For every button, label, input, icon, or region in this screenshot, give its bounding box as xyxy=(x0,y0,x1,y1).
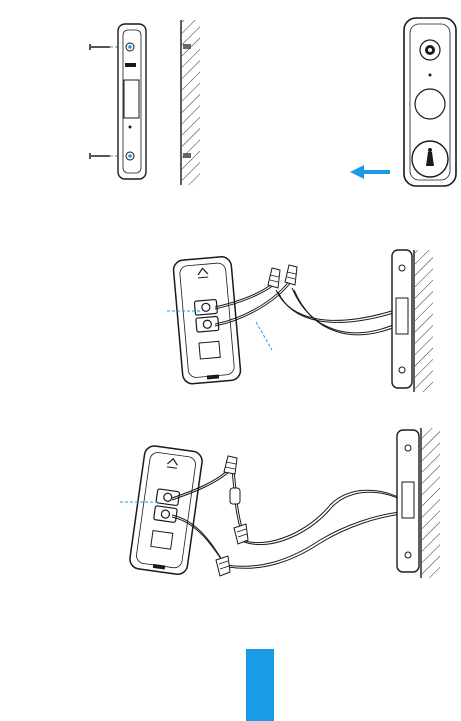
doorbell-front xyxy=(404,18,456,186)
figure-wire-connect-alt xyxy=(120,428,440,578)
figure-wire-connect xyxy=(167,250,433,392)
extension-wires xyxy=(172,470,402,568)
wire-nut xyxy=(234,524,248,544)
wire-nut xyxy=(216,556,230,576)
wire-nut xyxy=(285,265,297,285)
doorbell-back xyxy=(173,256,242,385)
arrow-left-icon xyxy=(350,165,390,179)
splice xyxy=(230,488,240,504)
doorbell-back xyxy=(129,445,204,576)
page-tab xyxy=(246,649,274,721)
wall-section xyxy=(421,428,440,578)
wall-section xyxy=(181,20,200,185)
mounting-plate xyxy=(118,24,146,179)
wall-plate xyxy=(397,430,419,572)
wires xyxy=(215,280,402,335)
wire-nut xyxy=(268,268,280,288)
wall-section xyxy=(414,250,433,392)
wall-plate xyxy=(392,250,412,388)
wire-nut xyxy=(224,456,237,474)
figure-mount-plate xyxy=(90,18,456,186)
